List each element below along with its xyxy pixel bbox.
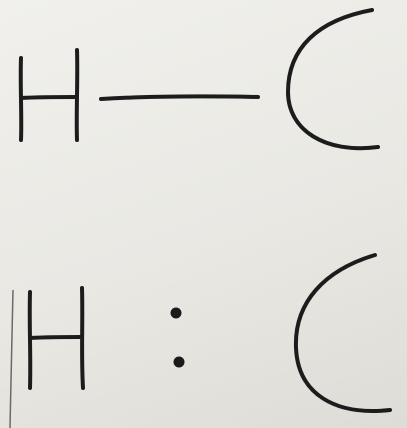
single-bond-line xyxy=(99,94,260,101)
bond-row-pair xyxy=(27,253,392,413)
bond-row-line xyxy=(18,8,380,151)
electron-pair-dots xyxy=(170,307,185,368)
atom-c-top xyxy=(286,8,380,151)
atom-h-bottom xyxy=(27,286,85,390)
electron-dot-lower xyxy=(173,356,185,368)
atom-c-bottom xyxy=(293,253,392,413)
atom-h-top xyxy=(18,48,80,142)
electron-dot-upper xyxy=(170,307,182,319)
board-edge xyxy=(9,289,14,428)
